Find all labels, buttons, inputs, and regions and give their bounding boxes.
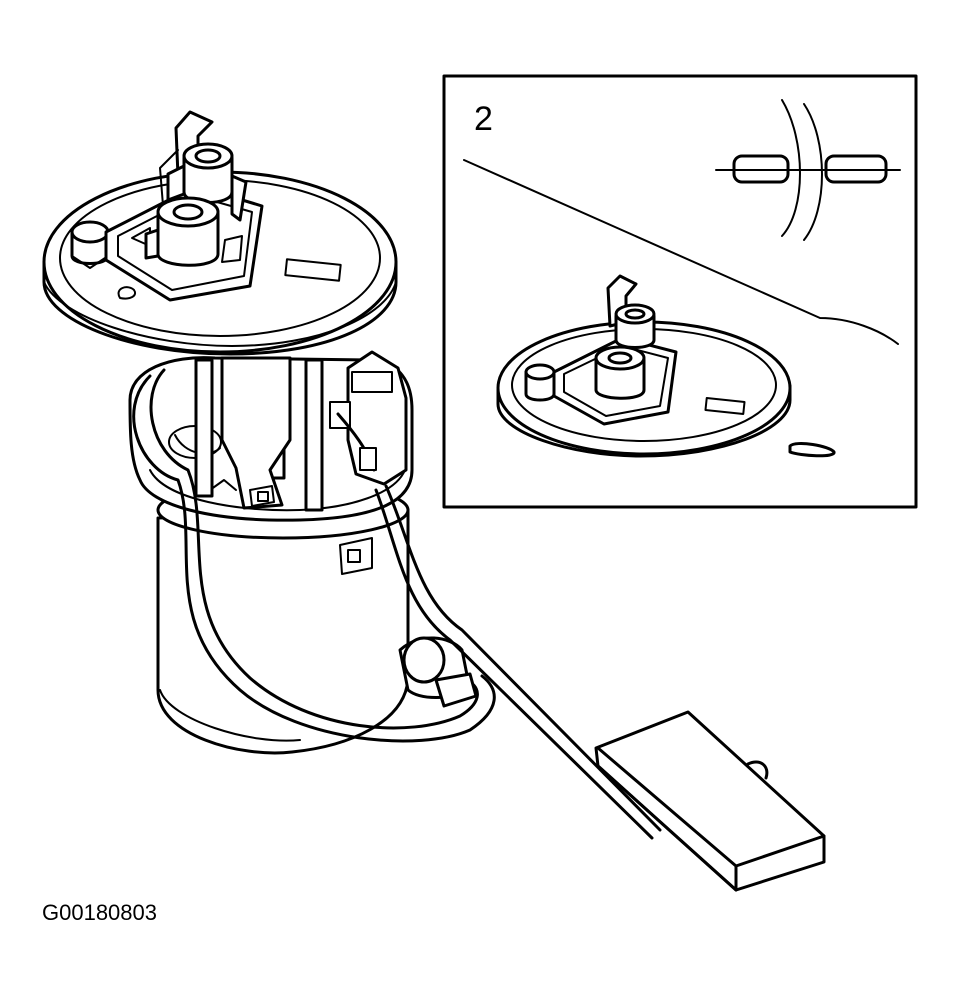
tank-edge-line [463,159,899,345]
wiring-connector [329,350,408,486]
detail-flange [496,274,792,458]
alignment-marks [715,99,901,241]
pump-reservoir [156,480,410,755]
tank-slot-mark [788,442,836,458]
figure-id: G00180803 [42,900,157,925]
detail-callout-number: 2 [474,100,493,138]
fuel-hose [132,368,496,743]
pump-bracket [220,356,292,510]
flange-plate [42,110,398,356]
fuel-pump-assembly [42,110,826,892]
fuel-level-sender [374,484,826,892]
detail-view-2 [442,74,918,509]
